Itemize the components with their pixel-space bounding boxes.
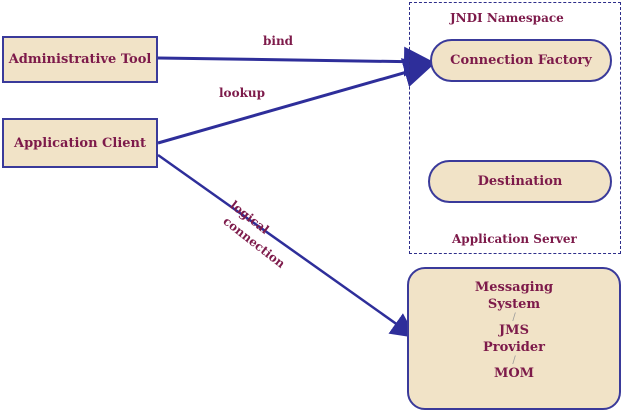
connection-factory-node: Connection Factory xyxy=(430,39,612,82)
messaging-system-box: Messaging System / JMS Provider / MOM xyxy=(407,267,621,410)
separator-1: / xyxy=(512,312,516,323)
messaging-line: Messaging xyxy=(474,280,554,295)
administrative-tool-label: Administrative Tool xyxy=(8,52,152,67)
jndi-namespace-label: JNDI Namespace xyxy=(450,11,564,25)
jms-line: JMS xyxy=(499,323,529,338)
bind-arrow xyxy=(157,46,434,77)
lookup-label: lookup xyxy=(219,86,265,100)
connection-factory-label: Connection Factory xyxy=(450,53,592,68)
logical-connection-arrow xyxy=(157,153,417,338)
administrative-tool-box: Administrative Tool xyxy=(2,36,158,83)
separator-2: / xyxy=(512,355,516,366)
application-client-box: Application Client xyxy=(2,118,158,168)
provider-line: Provider xyxy=(483,340,545,355)
system-line: System xyxy=(487,297,541,312)
lookup-arrow xyxy=(157,58,434,145)
application-server-container xyxy=(409,2,621,254)
destination-node: Destination xyxy=(428,160,612,203)
destination-label: Destination xyxy=(477,174,563,189)
application-server-label: Application Server xyxy=(452,232,577,246)
mom-line: MOM xyxy=(493,366,535,381)
application-client-label: Application Client xyxy=(13,135,147,151)
bind-label: bind xyxy=(263,34,294,48)
